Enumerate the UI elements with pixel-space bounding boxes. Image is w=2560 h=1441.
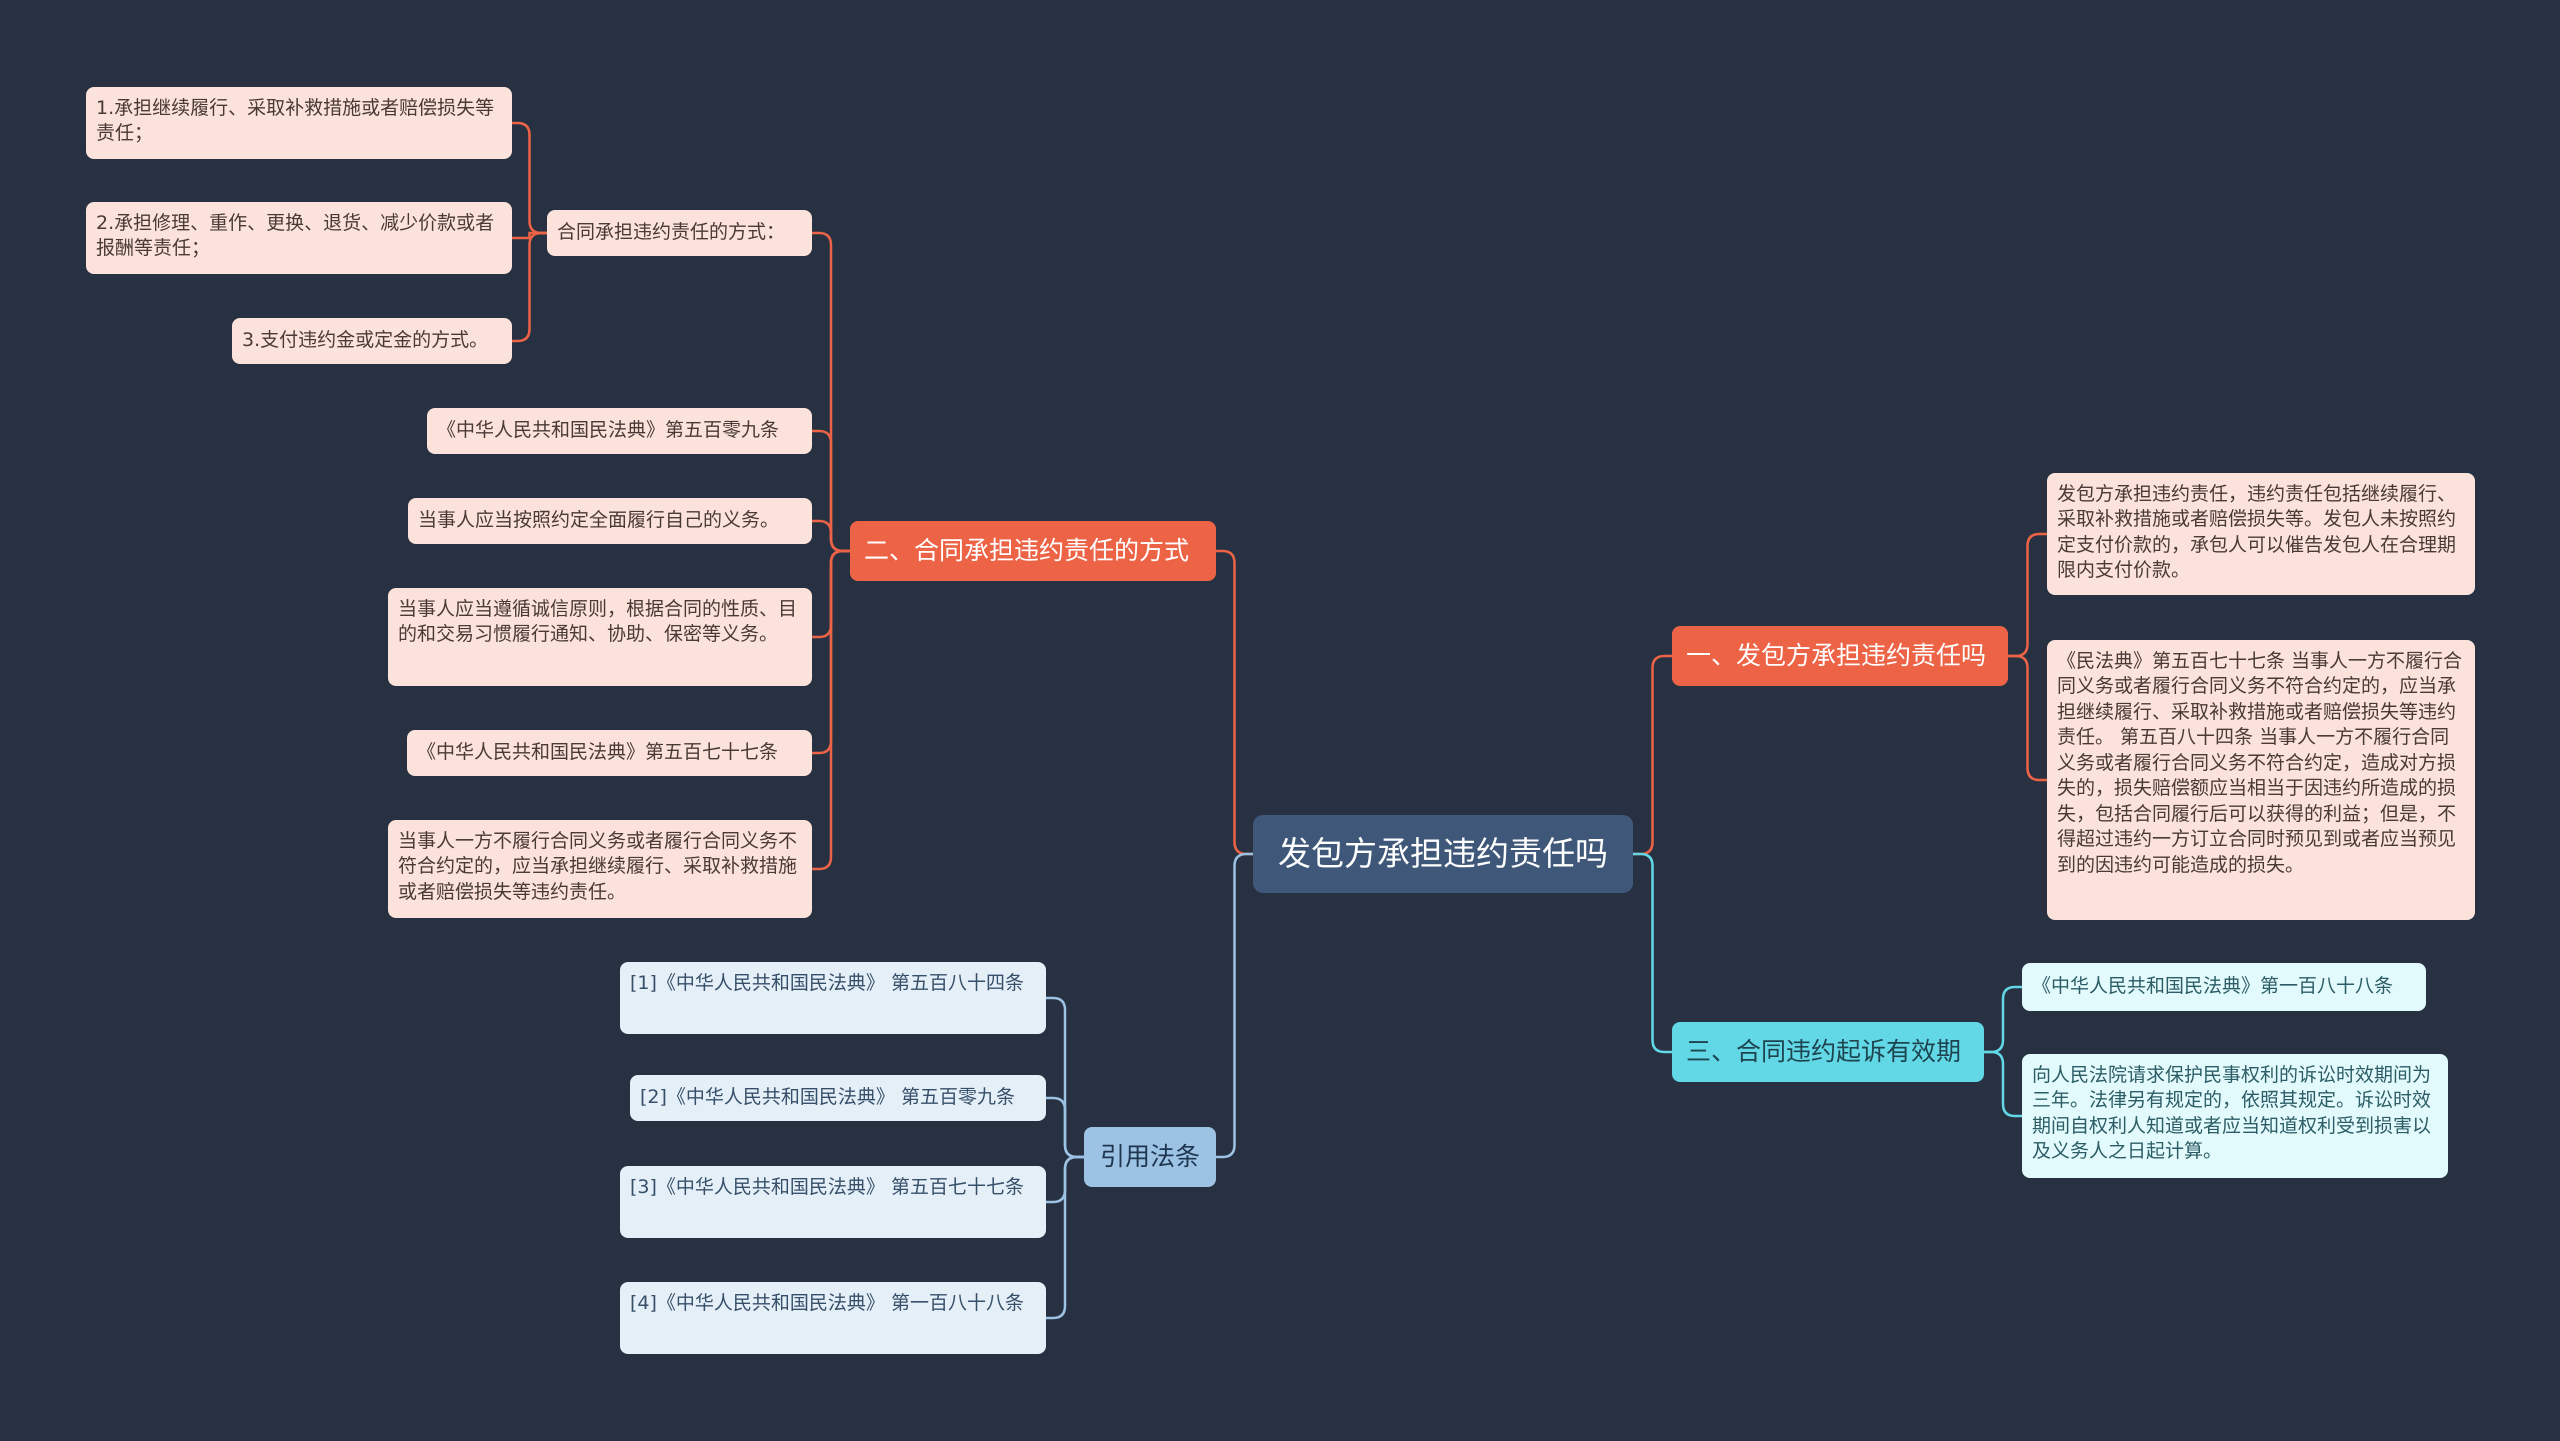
- branch-2-group-leaf-3[interactable]: 3.支付违约金或定金的方式。: [232, 318, 512, 364]
- branch-3-leaf-1[interactable]: 《中华人民共和国民法典》第一百八十八条: [2022, 963, 2426, 1011]
- connector-b4-b4-1: [1046, 1096, 1084, 1159]
- branch-4-leaf-1[interactable]: [1]《中华人民共和国民法典》 第五百八十四条: [620, 962, 1046, 1034]
- connector-b1-b1-1: [2008, 654, 2047, 782]
- branch-1-leaf-1[interactable]: 发包方承担违约责任，违约责任包括继续履行、采取补救措施或者赔偿损失等。发包人未按…: [2047, 473, 2475, 595]
- connector-b3-b3-0: [1984, 985, 2022, 1054]
- branch-3-topic[interactable]: 三、合同违约起诉有效期: [1672, 1022, 1984, 1082]
- connector-b1-b1-0: [2008, 532, 2047, 658]
- branch-2-group-topic[interactable]: 合同承担违约责任的方式：: [547, 210, 812, 256]
- branch-2-leaf-1[interactable]: 《中华人民共和国民法典》第五百零九条: [427, 408, 812, 454]
- branch-2-group-leaf-1[interactable]: 1.承担继续履行、采取补救措施或者赔偿损失等责任；: [86, 87, 512, 159]
- branch-2-group-leaf-2[interactable]: 2.承担修理、重作、更换、退货、减少价款或者报酬等责任；: [86, 202, 512, 274]
- connector-b2-g-b2-g-2: [512, 231, 547, 343]
- root-topic[interactable]: 发包方承担违约责任吗: [1253, 815, 1633, 893]
- connector-root-b2: [1216, 549, 1253, 856]
- connector-b2-b2-4: [812, 549, 850, 871]
- branch-4-topic[interactable]: 引用法条: [1084, 1127, 1216, 1187]
- connector-b3-b3-1: [1984, 1050, 2022, 1118]
- branch-3-leaf-2[interactable]: 向人民法院请求保护民事权利的诉讼时效期间为三年。法律另有规定的，依照其规定。诉讼…: [2022, 1054, 2448, 1178]
- branch-2-topic[interactable]: 二、合同承担违约责任的方式: [850, 521, 1216, 581]
- branch-1-topic[interactable]: 一、发包方承担违约责任吗: [1672, 626, 2008, 686]
- branch-1-leaf-2[interactable]: 《民法典》第五百七十七条 当事人一方不履行合同义务或者履行合同义务不符合约定的，…: [2047, 640, 2475, 920]
- branch-4-leaf-2[interactable]: [2]《中华人民共和国民法典》 第五百零九条: [630, 1075, 1046, 1121]
- branch-2-leaf-5[interactable]: 当事人一方不履行合同义务或者履行合同义务不符合约定的，应当承担继续履行、采取补救…: [388, 820, 812, 918]
- branch-2-leaf-2[interactable]: 当事人应当按照约定全面履行自己的义务。: [408, 498, 812, 544]
- branch-4-leaf-4[interactable]: [4]《中华人民共和国民法典》 第一百八十八条: [620, 1282, 1046, 1354]
- connector-root-b3: [1633, 852, 1672, 1054]
- connector-root-b4: [1216, 852, 1253, 1159]
- branch-4-leaf-3[interactable]: [3]《中华人民共和国民法典》 第五百七十七条: [620, 1166, 1046, 1238]
- connector-b2-g-b2-g-0: [512, 121, 547, 235]
- connector-b4-b4-3: [1046, 1155, 1084, 1320]
- branch-2-leaf-4[interactable]: 《中华人民共和国民法典》第五百七十七条: [407, 730, 812, 776]
- branch-2-leaf-3[interactable]: 当事人应当遵循诚信原则，根据合同的性质、目的和交易习惯履行通知、协助、保密等义务…: [388, 588, 812, 686]
- connector-root-b1: [1633, 654, 1672, 856]
